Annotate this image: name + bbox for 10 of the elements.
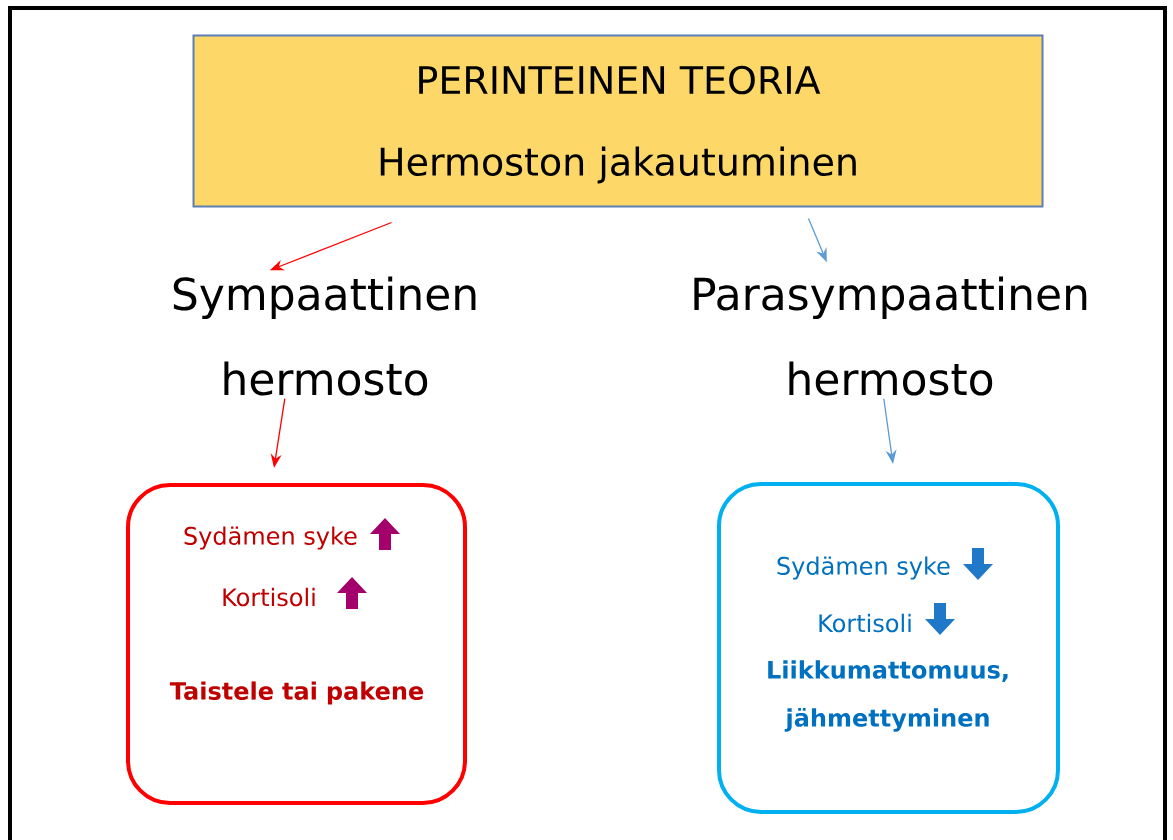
heading-text: Sympaattinen hermosto (173, 276, 476, 396)
item-text: Sydämen syke (184, 526, 357, 550)
heading-text: Parasympaattinen hermosto (694, 276, 1087, 396)
item-text: Kortisoli (819, 613, 911, 633)
bold-text: Taistele tai pakene (169, 681, 424, 705)
title-text: PERINTEINEN TEORIA (419, 65, 821, 95)
item-text: Kortisoli (223, 587, 315, 607)
title-text: Hermoston jakautuminen (380, 146, 856, 184)
bold-text: Liikkumattomuus, jähmettyminen (768, 660, 1008, 732)
item-text: Sydämen syke (777, 556, 950, 580)
